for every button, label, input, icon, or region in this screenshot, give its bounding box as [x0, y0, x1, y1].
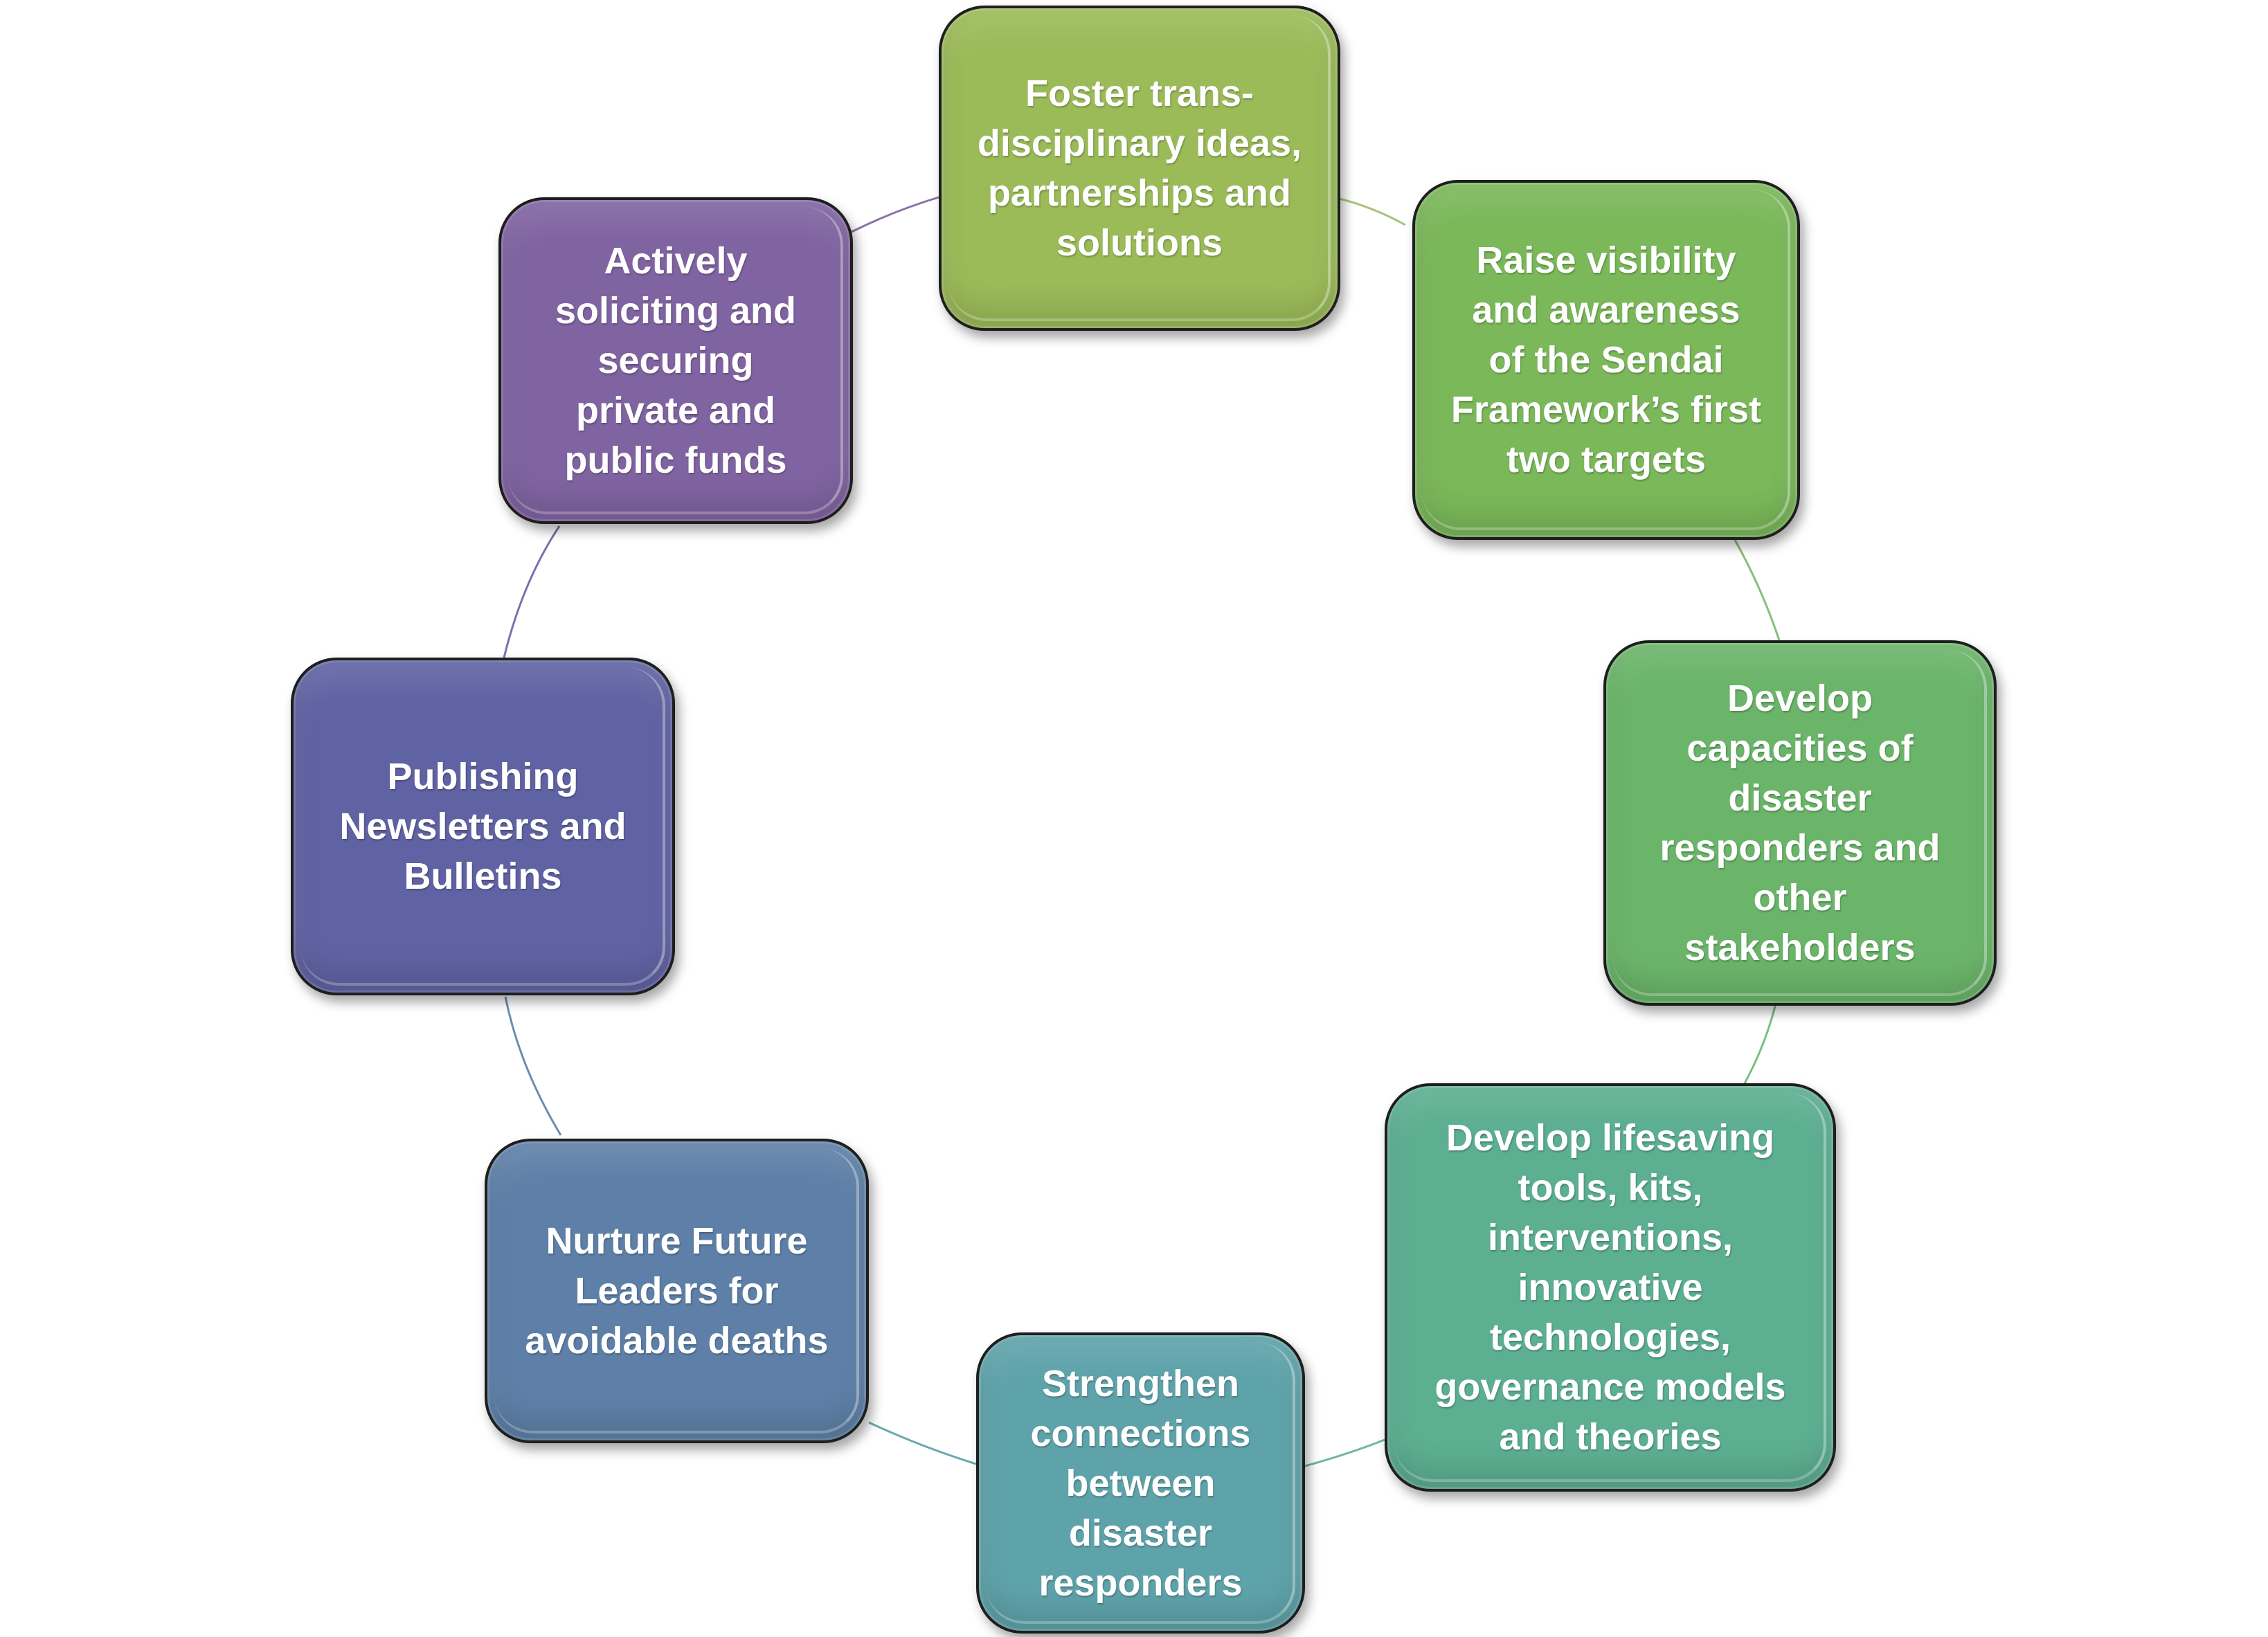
node-label: Nurture Future Leaders for avoidable dea… [525, 1220, 829, 1362]
node-foster-ideas: Foster trans- disciplinary ideas, partne… [939, 6, 1340, 331]
node-label: Develop lifesaving tools, kits, interven… [1434, 1117, 1786, 1458]
connector-2-3 [1734, 539, 1781, 641]
node-develop-capacities: Develop capacities of disaster responder… [1603, 640, 1997, 1006]
node-label: Strengthen connections between disaster … [1030, 1362, 1251, 1604]
node-label: Publishing Newsletters and Bulletins [339, 756, 627, 897]
node-label: Develop capacities of disaster responder… [1659, 678, 1941, 968]
connector-7-8 [503, 525, 561, 658]
node-label: Raise visibility and awareness of the Se… [1450, 239, 1762, 480]
node-nurture-leaders: Nurture Future Leaders for avoidable dea… [485, 1139, 869, 1443]
node-raise-visibility: Raise visibility and awareness of the Se… [1412, 180, 1800, 540]
connector-8-1 [851, 196, 939, 233]
connector-4-5 [1304, 1438, 1385, 1467]
node-strengthen-connections: Strengthen connections between disaster … [976, 1332, 1305, 1634]
node-publishing-newsletters: Publishing Newsletters and Bulletins [291, 658, 675, 995]
connector-1-2 [1339, 197, 1406, 226]
node-lifesaving-tools: Develop lifesaving tools, kits, interven… [1385, 1083, 1836, 1492]
node-label: Actively soliciting and securing private… [555, 240, 797, 481]
connector-5-6 [868, 1421, 977, 1465]
connector-6-7 [504, 996, 562, 1136]
connector-3-4 [1743, 1003, 1777, 1084]
node-soliciting-funds: Actively soliciting and securing private… [498, 197, 853, 524]
node-label: Foster trans- disciplinary ideas, partne… [977, 73, 1302, 264]
